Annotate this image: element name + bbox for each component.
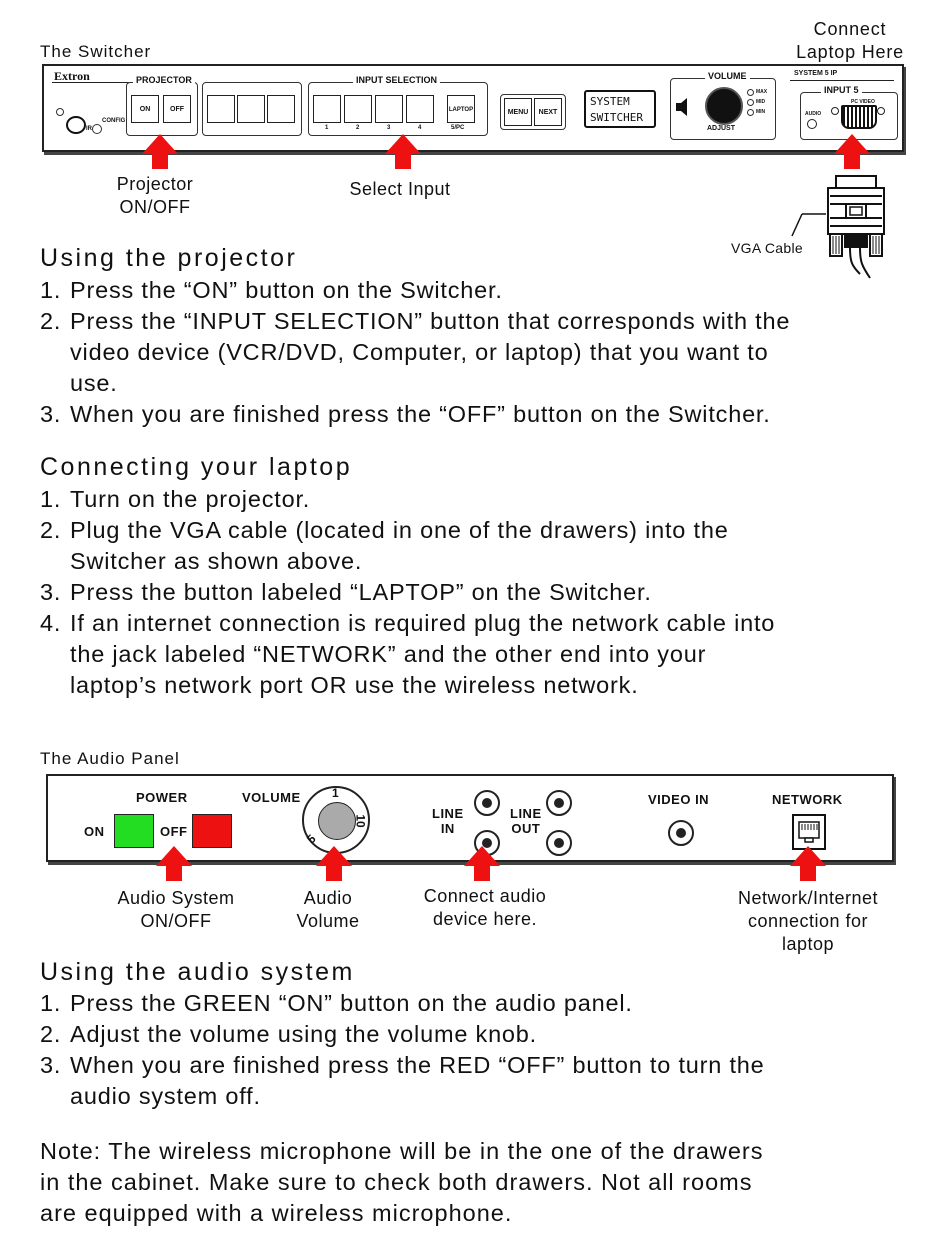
input5-group: INPUT 5 PC VIDEO AUDIO (800, 85, 898, 140)
line-in-jack[interactable] (474, 790, 500, 816)
list-item: 1.Turn on the projector. (40, 486, 311, 512)
blank-button[interactable] (267, 95, 295, 123)
projector-heading: Using the projector (40, 244, 298, 272)
list-item: 1.Press the “ON” button on the Switcher. (40, 277, 503, 303)
audio-off-button[interactable] (192, 814, 232, 848)
blank-button-group (202, 82, 302, 136)
caption-audio-volume: Audio Volume (296, 888, 360, 931)
caption-projector: Projector ON/OFF (116, 174, 194, 217)
caption-audio-power: Audio System ON/OFF (117, 888, 235, 931)
line-out-jack[interactable] (546, 790, 572, 816)
audio-on-button[interactable] (114, 814, 154, 848)
list-item: 3.When you are finished press the RED “O… (40, 1052, 765, 1078)
list-item: 2.Press the “INPUT SELECTION” button tha… (40, 308, 791, 334)
menu-button[interactable]: MENU (504, 98, 532, 126)
video-in-jack[interactable] (668, 820, 694, 846)
blank-button[interactable] (207, 95, 235, 123)
list-item: 2.Adjust the volume using the volume kno… (40, 1021, 538, 1047)
laptop-heading: Connecting your laptop (40, 453, 353, 481)
list-item: 3.When you are finished press the “OFF” … (40, 401, 771, 427)
menu-group: MENU NEXT (500, 94, 566, 130)
ir-sensor-icon (66, 116, 86, 134)
input-1-button[interactable] (313, 95, 341, 123)
switcher-title: The Switcher (40, 42, 152, 61)
projector-off-button[interactable]: OFF (163, 95, 191, 123)
input-2-button[interactable] (344, 95, 372, 123)
list-item: 2.Plug the VGA cable (located in one of … (40, 517, 729, 543)
note-paragraph: Note: The wireless microphone will be in… (40, 1138, 764, 1226)
input-4-button[interactable] (406, 95, 434, 123)
laptop-steps: 1.Turn on the projector. 2.Plug the VGA … (40, 484, 920, 701)
caption-select-input: Select Input (349, 179, 451, 199)
volume-group: VOLUME MAX MID MIN ADJUST (670, 71, 776, 140)
audio-heading: Using the audio system (40, 958, 355, 986)
volume-knob[interactable] (705, 87, 743, 125)
projector-on-button[interactable]: ON (131, 95, 159, 123)
line-in-label: LINE IN (432, 806, 464, 836)
connect-laptop-label: Connect Laptop Here (796, 19, 904, 62)
line-out-jack[interactable] (546, 830, 572, 856)
projector-steps: 1.Press the “ON” button on the Switcher.… (40, 275, 920, 430)
caption-network: Network/Internet connection for laptop (737, 888, 879, 954)
model-label: SYSTEM 5 IP (794, 70, 838, 77)
laptop-button[interactable]: LAPTOP (447, 95, 475, 123)
audio-panel-title: The Audio Panel (40, 749, 180, 768)
led-icon (56, 108, 64, 116)
list-item: 3.Press the button labeled “LAPTOP” on t… (40, 579, 652, 605)
projector-group: PROJECTOR ON OFF (126, 75, 198, 136)
audio-jack-icon (807, 119, 817, 129)
input-3-button[interactable] (375, 95, 403, 123)
list-item: 4.If an internet connection is required … (40, 610, 776, 636)
list-item: 1.Press the GREEN “ON” button on the aud… (40, 990, 633, 1016)
switcher-panel: Extron IR CONFIG PROJECTOR ON OFF INPUT … (42, 64, 904, 152)
config-port-icon (92, 124, 102, 134)
lcd-display: SYSTEM SWITCHER (584, 90, 656, 128)
audio-volume-knob[interactable]: 1 10 5 (302, 786, 370, 854)
audio-steps: 1.Press the GREEN “ON” button on the aud… (40, 988, 920, 1112)
input-selection-group: INPUT SELECTION LAPTOP 1 2 3 4 5/PC (308, 75, 488, 136)
speaker-icon (676, 98, 687, 116)
brand-logo: Extron (54, 69, 90, 83)
next-button[interactable]: NEXT (534, 98, 562, 126)
caption-connect-audio: Connect audio device here. (423, 886, 547, 929)
line-out-label: LINE OUT (510, 806, 542, 836)
blank-button[interactable] (237, 95, 265, 123)
network-jack-icon[interactable] (792, 814, 826, 850)
vga-cable-label: VGA Cable (731, 240, 803, 256)
vga-cable-icon (791, 175, 885, 279)
vga-port-icon[interactable] (841, 105, 877, 129)
